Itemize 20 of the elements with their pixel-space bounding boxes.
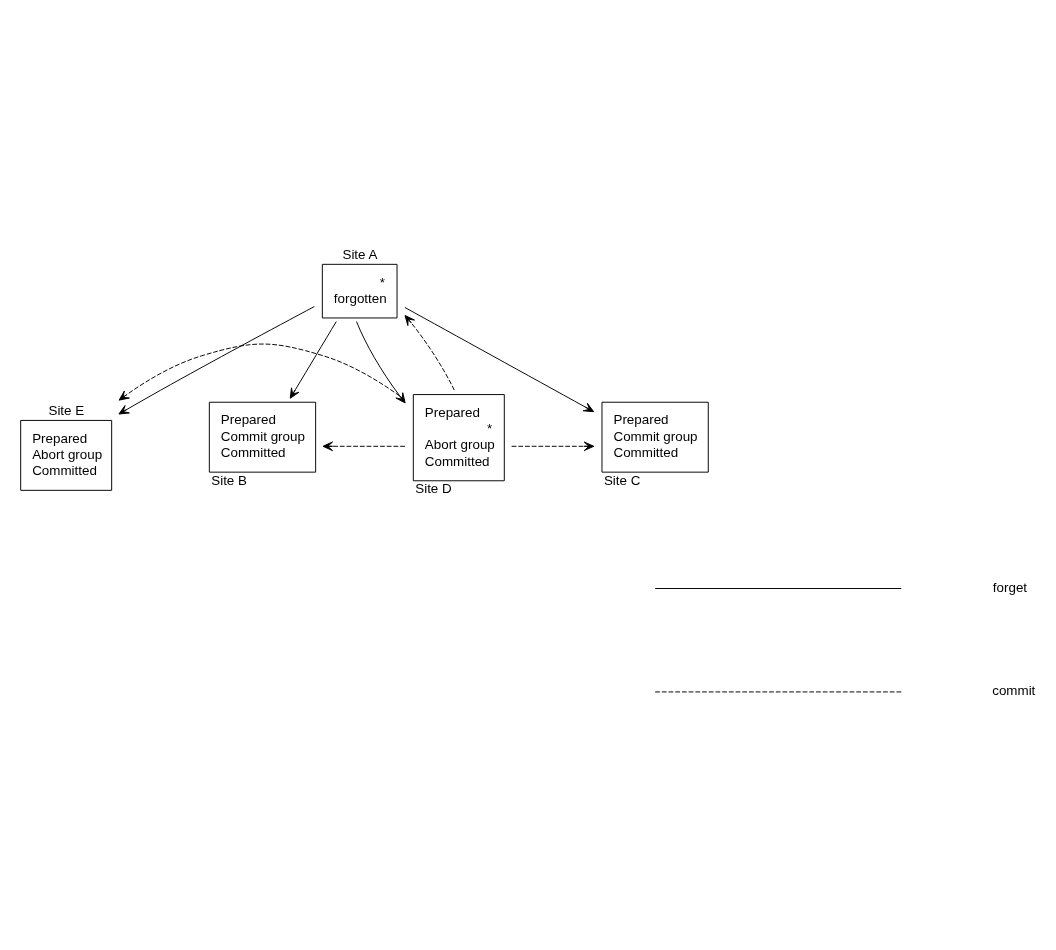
arrow (322, 441, 406, 451)
node-box: Prepared Commit group Committed (601, 401, 709, 473)
arrow (118, 305, 315, 415)
arrow (404, 314, 455, 390)
arrow (289, 320, 337, 399)
node-label: Site E (48, 402, 85, 418)
node-label: Site C (603, 472, 641, 488)
node-box: Prepared * Abort group Committed (412, 393, 505, 481)
node-box: * forgotten (321, 263, 398, 318)
node-box: Prepared Commit group Committed (208, 401, 317, 473)
node-label: Site A (342, 246, 378, 262)
arrow (356, 320, 406, 403)
arrow (404, 306, 595, 412)
arrow (511, 441, 595, 451)
node-label: Site B (211, 472, 247, 488)
arrow (118, 343, 406, 401)
legend-label: commit (992, 682, 1036, 698)
node-label: Site D (415, 480, 452, 496)
node-box: Prepared Abort group Committed (20, 419, 113, 491)
legend-label: forget (992, 579, 1028, 595)
